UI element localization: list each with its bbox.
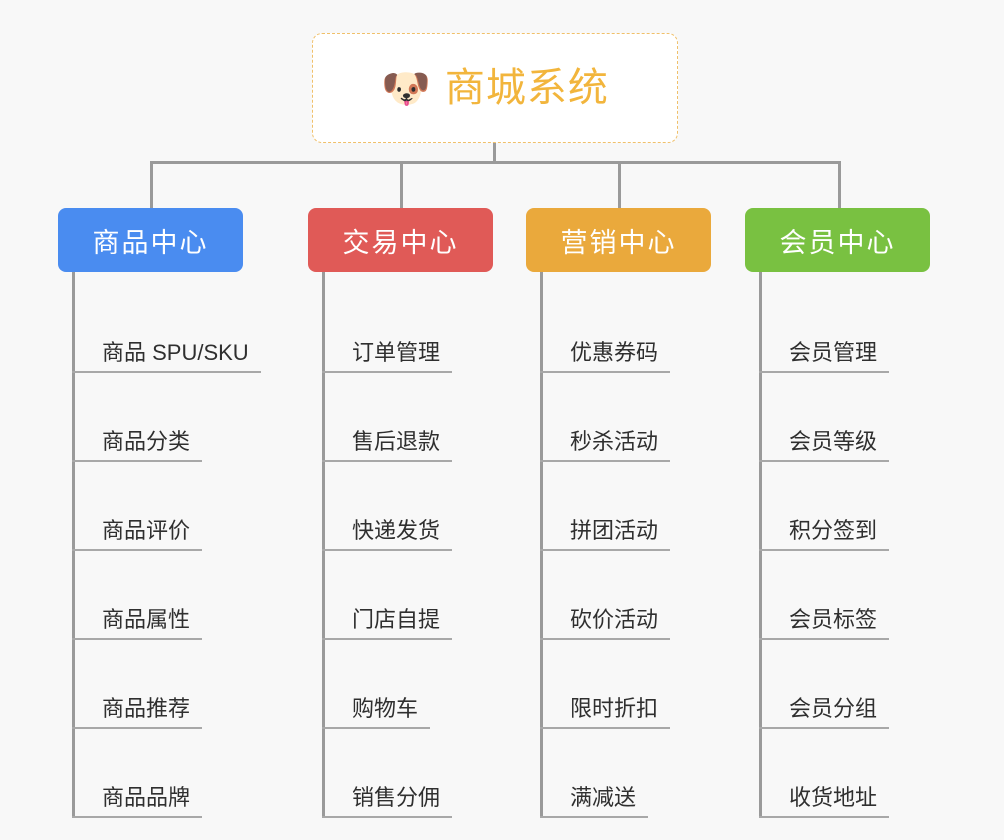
list-item-label: 售后退款 xyxy=(322,429,453,462)
list-item[interactable]: 收货地址 xyxy=(759,729,930,818)
list-item[interactable]: 商品 SPU/SKU xyxy=(72,284,261,373)
list-item[interactable]: 商品评价 xyxy=(72,462,261,551)
connector-root-stem xyxy=(493,143,496,164)
list-item[interactable]: 优惠券码 xyxy=(540,284,711,373)
connector-drop-2 xyxy=(400,161,403,208)
list-item[interactable]: 砍价活动 xyxy=(540,551,711,640)
list-item-label: 会员分组 xyxy=(759,696,890,729)
connector-horizontal-bus xyxy=(150,161,840,164)
list-item-label: 砍价活动 xyxy=(540,607,671,640)
column-member-center: 会员中心会员管理会员等级积分签到会员标签会员分组收货地址 xyxy=(745,208,930,818)
list-item-label: 购物车 xyxy=(322,696,431,729)
list-item-label: 商品分类 xyxy=(72,429,203,462)
list-item-label: 会员标签 xyxy=(759,607,890,640)
list-item-label: 商品评价 xyxy=(72,518,203,551)
list-item[interactable]: 会员等级 xyxy=(759,373,930,462)
list-item[interactable]: 门店自提 xyxy=(322,551,493,640)
list-item-label: 商品 SPU/SKU xyxy=(72,340,261,373)
list-item[interactable]: 会员标签 xyxy=(759,551,930,640)
list-item[interactable]: 商品推荐 xyxy=(72,640,261,729)
connector-drop-1 xyxy=(150,161,153,208)
column-header-trade-center[interactable]: 交易中心 xyxy=(308,208,493,272)
list-item[interactable]: 积分签到 xyxy=(759,462,930,551)
connector-drop-4 xyxy=(838,161,841,208)
list-item-label: 商品属性 xyxy=(72,607,203,640)
list-item-label: 优惠券码 xyxy=(540,340,671,373)
list-item[interactable]: 秒杀活动 xyxy=(540,373,711,462)
list-item[interactable]: 限时折扣 xyxy=(540,640,711,729)
list-item[interactable]: 商品分类 xyxy=(72,373,261,462)
list-item-label: 拼团活动 xyxy=(540,518,671,551)
list-item-label: 商品品牌 xyxy=(72,785,203,818)
root-node-shopping-system[interactable]: 🐶 商城系统 xyxy=(312,33,678,143)
column-marketing-center: 营销中心优惠券码秒杀活动拼团活动砍价活动限时折扣满减送 xyxy=(526,208,711,818)
column-spine-member-center xyxy=(759,272,762,818)
column-trade-center: 交易中心订单管理售后退款快递发货门店自提购物车销售分佣 xyxy=(308,208,493,818)
list-item[interactable]: 销售分佣 xyxy=(322,729,493,818)
list-item[interactable]: 满减送 xyxy=(540,729,711,818)
list-item-label: 销售分佣 xyxy=(322,785,453,818)
column-header-marketing-center[interactable]: 营销中心 xyxy=(526,208,711,272)
dog-face-icon: 🐶 xyxy=(381,67,431,111)
column-spine-trade-center xyxy=(322,272,325,818)
column-header-member-center[interactable]: 会员中心 xyxy=(745,208,930,272)
root-title: 商城系统 xyxy=(444,66,609,110)
list-item-label: 积分签到 xyxy=(759,518,890,551)
list-item[interactable]: 会员管理 xyxy=(759,284,930,373)
list-item-label: 订单管理 xyxy=(322,340,453,373)
column-items-member-center: 会员管理会员等级积分签到会员标签会员分组收货地址 xyxy=(745,272,930,818)
list-item[interactable]: 商品属性 xyxy=(72,551,261,640)
list-item-label: 秒杀活动 xyxy=(540,429,671,462)
column-items-product-center: 商品 SPU/SKU 商品分类商品评价商品属性商品推荐商品品牌 xyxy=(58,272,261,818)
column-items-marketing-center: 优惠券码秒杀活动拼团活动砍价活动限时折扣满减送 xyxy=(526,272,711,818)
list-item-label: 限时折扣 xyxy=(540,696,671,729)
column-header-product-center[interactable]: 商品中心 xyxy=(58,208,243,272)
list-item-label: 收货地址 xyxy=(759,785,890,818)
column-spine-product-center xyxy=(72,272,75,818)
list-item[interactable]: 快递发货 xyxy=(322,462,493,551)
list-item-label: 会员等级 xyxy=(759,429,890,462)
list-item-label: 门店自提 xyxy=(322,607,453,640)
list-item[interactable]: 会员分组 xyxy=(759,640,930,729)
list-item-label: 满减送 xyxy=(540,785,649,818)
connector-drop-3 xyxy=(618,161,621,208)
list-item-label: 会员管理 xyxy=(759,340,890,373)
column-product-center: 商品中心商品 SPU/SKU 商品分类商品评价商品属性商品推荐商品品牌 xyxy=(58,208,261,818)
list-item[interactable]: 拼团活动 xyxy=(540,462,711,551)
column-spine-marketing-center xyxy=(540,272,543,818)
column-items-trade-center: 订单管理售后退款快递发货门店自提购物车销售分佣 xyxy=(308,272,493,818)
list-item[interactable]: 商品品牌 xyxy=(72,729,261,818)
list-item-label: 商品推荐 xyxy=(72,696,203,729)
list-item[interactable]: 订单管理 xyxy=(322,284,493,373)
list-item-label: 快递发货 xyxy=(322,518,453,551)
list-item[interactable]: 购物车 xyxy=(322,640,493,729)
list-item[interactable]: 售后退款 xyxy=(322,373,493,462)
